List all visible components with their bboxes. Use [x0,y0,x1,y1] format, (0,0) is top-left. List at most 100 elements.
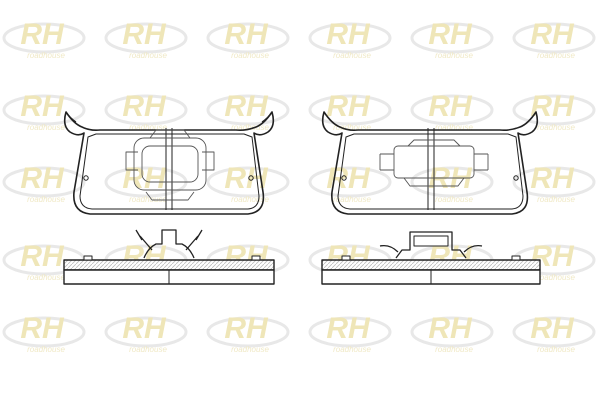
watermark-brand: roadhouse [537,51,575,60]
watermark-brand: roadhouse [435,51,473,60]
left-pad-spring-clip [125,129,215,201]
watermark-logo: RH [122,312,167,345]
left-pad-side-tab-left [83,255,93,261]
right-pad-side-spring-clip [379,231,483,259]
left-pad-tab-right [261,111,273,123]
watermark-swoosh [512,22,596,54]
watermark-swoosh [206,94,290,126]
watermark-logo: RH [428,312,473,345]
watermark-logo: RH [224,90,269,123]
watermark-swoosh [206,166,290,198]
watermark-brand: roadhouse [333,195,371,204]
left-pad-side-view [63,229,275,285]
right-pad-side-tab-left [341,255,351,261]
watermark-swoosh [206,22,290,54]
watermark-swoosh [2,166,86,198]
watermark-brand: roadhouse [129,51,167,60]
watermark-brand: roadhouse [231,345,269,354]
watermark-swoosh [2,316,86,348]
watermark-logo: RH [20,18,65,51]
left-pad-backing-plate [63,111,275,215]
watermark-swoosh [308,166,392,198]
watermark-swoosh [512,166,596,198]
right-pad-side-clip-plate [413,235,449,247]
watermark-logo: RH [20,90,65,123]
right-pad-spring-clip [379,139,489,187]
left-pad-front-view [63,111,275,215]
right-pad-backing-plate [321,111,539,215]
watermark-brand: roadhouse [27,51,65,60]
watermark-brand: roadhouse [537,345,575,354]
watermark-brand: roadhouse [333,51,371,60]
watermark-brand: roadhouse [231,195,269,204]
watermark-brand: roadhouse [27,345,65,354]
left-pad-tab-left [65,111,77,123]
watermark-brand: roadhouse [231,51,269,60]
watermark-swoosh [308,316,392,348]
watermark-brand: roadhouse [129,195,167,204]
watermark-swoosh [512,316,596,348]
watermark-logo: RH [428,162,473,195]
watermark-swoosh [512,94,596,126]
watermark-logo: RH [530,312,575,345]
watermark-swoosh [104,22,188,54]
left-pad-side-tab-right [251,255,261,261]
watermark-logo: RH [20,162,65,195]
watermark-brand: roadhouse [27,195,65,204]
watermark-swoosh [410,22,494,54]
left-pad-side-spring-clip [135,229,203,259]
right-pad-side-friction [321,259,541,271]
watermark-brand: roadhouse [435,195,473,204]
watermark-swoosh [410,316,494,348]
watermark-swoosh [2,22,86,54]
right-pad-side-tab-right [511,255,521,261]
watermark-logo: RH [530,162,575,195]
watermark-brand: roadhouse [333,123,371,132]
watermark-brand: roadhouse [129,123,167,132]
watermark-logo: RH [122,18,167,51]
right-pad-wear-indicator-left [341,175,347,181]
right-pad-friction-outline [337,133,524,210]
watermark-brand: roadhouse [435,345,473,354]
watermark-brand: roadhouse [537,195,575,204]
watermark-brand: roadhouse [27,123,65,132]
left-pad-wear-indicator-right [248,175,254,181]
watermark-logo: RH [326,312,371,345]
watermark-brand: roadhouse [333,345,371,354]
watermark-swoosh [410,166,494,198]
watermark-logo: RH [428,90,473,123]
right-pad-side-view [321,231,541,285]
watermark-logo: RH [20,240,65,273]
watermark-swoosh [2,94,86,126]
watermark-swoosh [104,316,188,348]
watermark-logo: RH [530,18,575,51]
left-pad-friction-outline [79,133,260,210]
watermark-brand: roadhouse [537,273,575,282]
watermark-logo: RH [122,162,167,195]
watermark-swoosh [410,94,494,126]
watermark-swoosh [206,316,290,348]
watermark-logo: RH [428,18,473,51]
left-pad-wear-indicator-left [83,175,89,181]
watermark-brand: roadhouse [129,345,167,354]
